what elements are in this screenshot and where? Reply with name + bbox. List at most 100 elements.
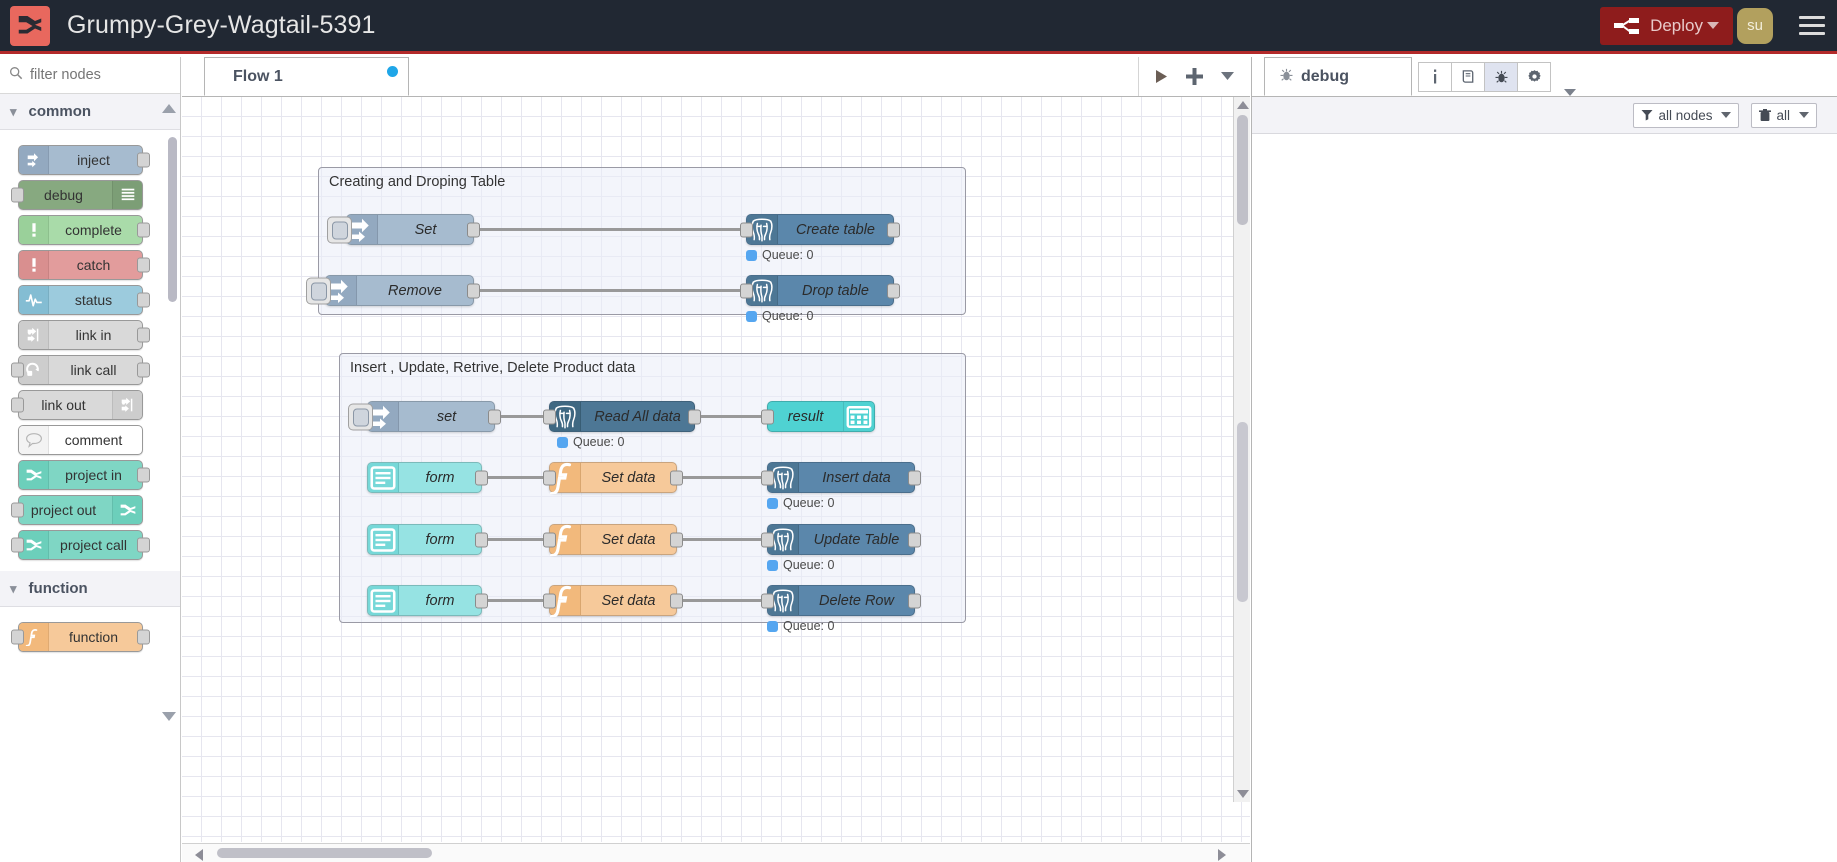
palette-node-comment[interactable]: comment xyxy=(18,425,143,455)
clear-filter-dropdown[interactable]: all xyxy=(1751,102,1817,128)
palette-node-project-call[interactable]: project call xyxy=(11,530,150,560)
flow-node-set[interactable]: set xyxy=(348,401,501,432)
palette-node-link-call[interactable]: link call xyxy=(11,355,150,385)
flow-node-form[interactable]: form xyxy=(367,524,488,555)
node-input-port[interactable] xyxy=(543,409,556,424)
palette-node-complete[interactable]: complete xyxy=(18,215,150,245)
flow-wire[interactable] xyxy=(675,476,769,479)
canvas-horizontal-scrollbar[interactable] xyxy=(182,843,1250,862)
palette-scroll-up-icon[interactable] xyxy=(162,104,176,113)
node-output-port[interactable] xyxy=(137,327,150,343)
node-input-port[interactable] xyxy=(11,187,24,203)
node-output-port[interactable] xyxy=(670,470,683,485)
palette-scrollbar-thumb[interactable] xyxy=(168,137,177,302)
help-tab-button[interactable] xyxy=(1451,61,1485,92)
flow-wire[interactable] xyxy=(493,415,551,418)
node-input-port[interactable] xyxy=(740,283,753,298)
node-selection-handle[interactable] xyxy=(348,403,373,430)
flow-wire[interactable] xyxy=(675,538,769,541)
palette-category-function[interactable]: ▾ function xyxy=(0,571,180,607)
flow-wire[interactable] xyxy=(472,228,748,231)
palette-node-debug[interactable]: debug xyxy=(11,180,143,210)
flow-node-delete-row[interactable]: Delete Row xyxy=(761,585,921,616)
flow-node-form[interactable]: form xyxy=(367,462,488,493)
palette-node-project-in[interactable]: project in xyxy=(18,460,150,490)
flow-node-result[interactable]: result xyxy=(761,401,875,432)
palette-category-common[interactable]: ▾ common xyxy=(0,94,180,130)
node-output-port[interactable] xyxy=(887,283,900,298)
canvas-vertical-scrollbar[interactable] xyxy=(1233,97,1250,802)
node-input-port[interactable] xyxy=(740,222,753,237)
node-selection-handle[interactable] xyxy=(306,277,331,304)
node-filter-dropdown[interactable]: all nodes xyxy=(1633,102,1740,128)
node-output-port[interactable] xyxy=(475,470,488,485)
node-output-port[interactable] xyxy=(467,283,480,298)
palette-node-inject[interactable]: inject xyxy=(18,145,150,175)
node-output-port[interactable] xyxy=(137,467,150,483)
node-output-port[interactable] xyxy=(670,532,683,547)
node-input-port[interactable] xyxy=(11,362,24,378)
node-output-port[interactable] xyxy=(475,593,488,608)
run-button[interactable] xyxy=(1145,60,1178,93)
node-output-port[interactable] xyxy=(887,222,900,237)
node-output-port[interactable] xyxy=(688,409,701,424)
palette-scroll-down-icon[interactable] xyxy=(162,712,176,721)
canvas-hscroll-thumb[interactable] xyxy=(217,848,432,858)
node-output-port[interactable] xyxy=(137,152,150,168)
node-output-port[interactable] xyxy=(137,257,150,273)
deploy-dropdown-caret-icon[interactable] xyxy=(1707,22,1719,29)
canvas-vscroll-thumb[interactable] xyxy=(1237,115,1248,225)
canvas-scroll-right-icon[interactable] xyxy=(1218,849,1226,861)
node-input-port[interactable] xyxy=(761,470,774,485)
flow-node-set[interactable]: Set xyxy=(327,214,480,245)
node-input-port[interactable] xyxy=(543,593,556,608)
node-input-port[interactable] xyxy=(543,470,556,485)
canvas-scroll-left-icon[interactable] xyxy=(195,849,203,861)
canvas-scroll-up-icon[interactable] xyxy=(1237,101,1249,109)
debug-message-list[interactable] xyxy=(1252,134,1837,824)
tab-flow-1[interactable]: Flow 1 xyxy=(204,57,409,96)
node-output-port[interactable] xyxy=(137,362,150,378)
flow-node-drop-table[interactable]: Drop table xyxy=(740,275,900,306)
flow-node-form[interactable]: form xyxy=(367,585,488,616)
sidebar-more-tabs-icon[interactable] xyxy=(1564,89,1576,96)
flow-node-set-data[interactable]: Set data xyxy=(543,524,683,556)
node-output-port[interactable] xyxy=(137,537,150,553)
flow-node-set-data[interactable]: Set data xyxy=(543,585,683,617)
flow-menu-button[interactable] xyxy=(1211,60,1244,93)
flow-canvas[interactable]: Creating and Droping Table Set Create ta… xyxy=(182,97,1250,842)
node-input-port[interactable] xyxy=(761,532,774,547)
node-output-port[interactable] xyxy=(137,629,150,645)
node-output-port[interactable] xyxy=(137,292,150,308)
flow-node-read-all-data[interactable]: Read All data xyxy=(543,401,701,432)
canvas-scroll-down-icon[interactable] xyxy=(1237,790,1249,798)
node-input-port[interactable] xyxy=(11,537,24,553)
flow-node-set-data[interactable]: Set data xyxy=(543,462,683,494)
node-input-port[interactable] xyxy=(543,532,556,547)
node-output-port[interactable] xyxy=(908,532,921,547)
search-input[interactable] xyxy=(30,67,160,83)
palette-node-link-in[interactable]: link in xyxy=(18,320,150,350)
flow-wire[interactable] xyxy=(693,415,769,418)
node-input-port[interactable] xyxy=(11,397,24,413)
node-output-port[interactable] xyxy=(908,470,921,485)
flow-node-update-table[interactable]: Update Table xyxy=(761,524,921,555)
palette-node-function[interactable]: function xyxy=(11,622,150,652)
node-input-port[interactable] xyxy=(11,629,24,645)
node-output-port[interactable] xyxy=(488,409,501,424)
flow-wire[interactable] xyxy=(480,599,551,602)
palette-node-link-out[interactable]: link out xyxy=(11,390,143,420)
node-input-port[interactable] xyxy=(11,502,24,518)
node-output-port[interactable] xyxy=(908,593,921,608)
node-input-port[interactable] xyxy=(761,593,774,608)
flow-wire[interactable] xyxy=(472,289,748,292)
node-selection-handle[interactable] xyxy=(327,216,352,243)
debug-tab-button[interactable] xyxy=(1484,61,1518,92)
palette-node-catch[interactable]: catch xyxy=(18,250,150,280)
node-output-port[interactable] xyxy=(670,593,683,608)
add-flow-button[interactable] xyxy=(1178,60,1211,93)
node-input-port[interactable] xyxy=(761,409,774,424)
palette-node-project-out[interactable]: project out xyxy=(11,495,143,525)
flow-wire[interactable] xyxy=(480,476,551,479)
flow-wire[interactable] xyxy=(675,599,769,602)
